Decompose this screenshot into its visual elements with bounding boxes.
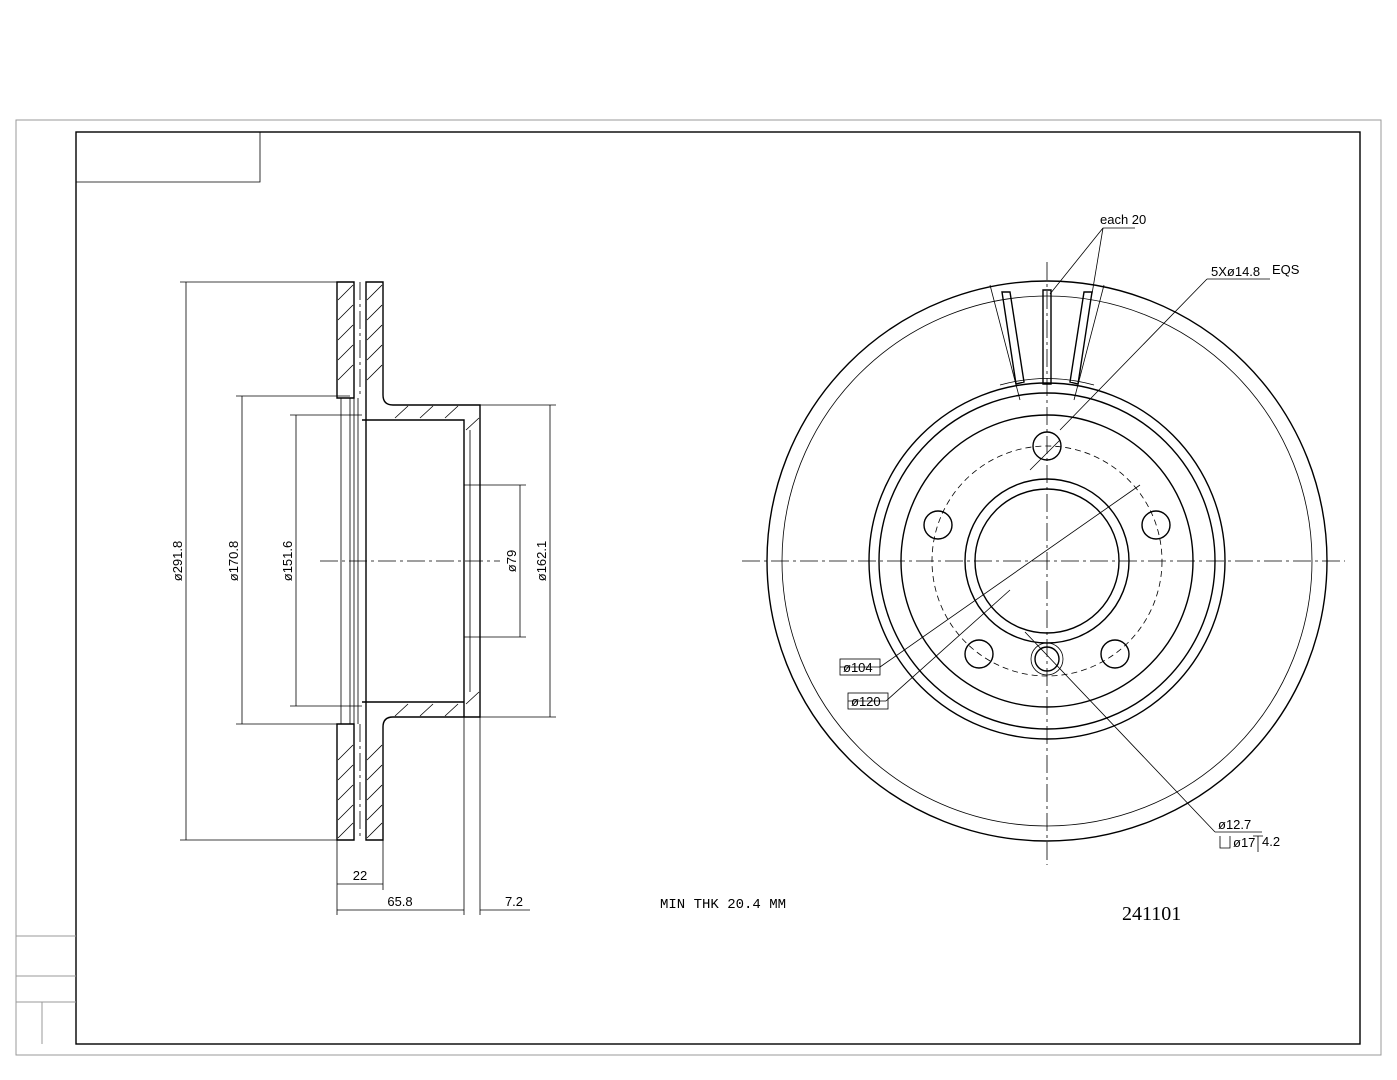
counterbore-icon [1219,836,1231,849]
bolt-holes-label: 5Xø14.8 [1211,264,1260,279]
part-number: 241101 [1122,903,1181,925]
bolt-holes-eqs: EQS [1272,262,1300,277]
counterbore-depth: 4.2 [1262,834,1280,849]
inner-frame [75,131,1361,1045]
title-corner-box [76,132,261,183]
outer-frame [15,119,1382,1056]
dim-hat-outer-diameter: ø170.8 [226,541,241,581]
section-view: ø291.8 ø170.8 ø151.6 ø79 ø162.1 22 65.8 … [170,281,556,915]
dim-height: 65.8 [387,894,412,909]
dim-thickness: 22 [353,868,367,883]
min-thickness-note: MIN THK 20.4 MM [660,897,786,913]
bolt-circle-box [839,658,881,676]
pilot-circle-box [847,692,889,710]
front-view: each 20 5Xø14.8 EQS ø104 ø120 ø12.7 ø17 … [742,212,1345,865]
dim-hat-inner-diameter: ø151.6 [280,541,295,581]
dim-offset: 7.2 [505,894,523,909]
dim-hat-face-diameter: ø162.1 [534,541,549,581]
small-hole-label: ø12.7 [1218,817,1251,832]
pilot-circle-label: ø120 [851,694,881,709]
bolt-circle-label: ø104 [843,660,873,675]
vanes-label: each 20 [1100,212,1146,227]
depth-icon [1253,835,1263,852]
counterbore-label: ø17 [1233,835,1255,850]
dim-bore-diameter: ø79 [504,550,519,572]
left-margin-table [16,935,76,1044]
dim-outer-diameter: ø291.8 [170,541,185,581]
